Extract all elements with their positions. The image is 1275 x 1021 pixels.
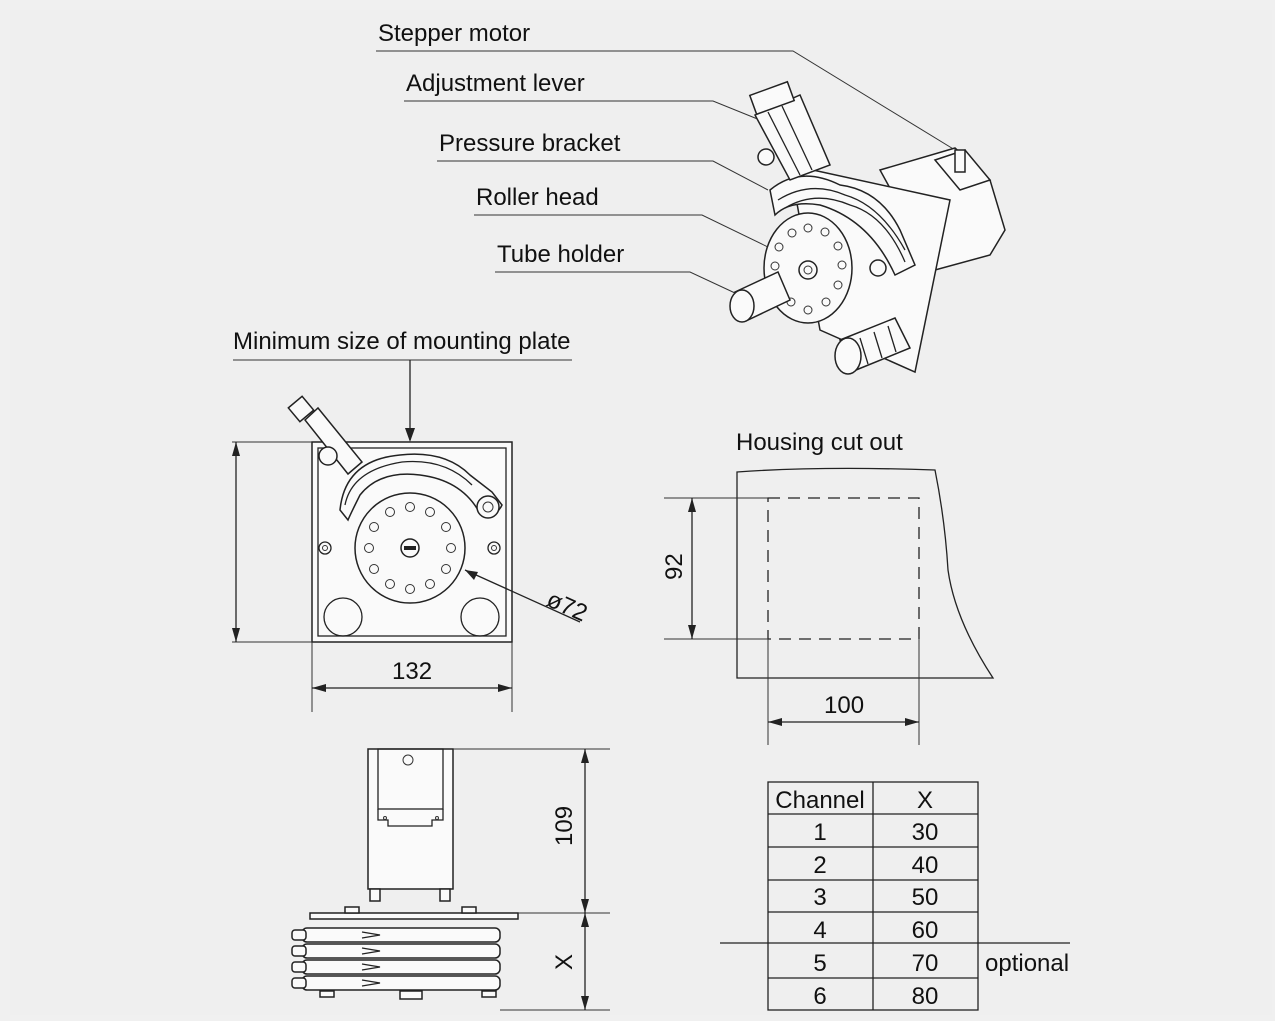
table-cell: 1 (813, 819, 826, 846)
table-cell: 30 (912, 819, 939, 846)
mounting-plate-label: Minimum size of mounting plate (233, 328, 570, 355)
table-cell: 80 (912, 983, 939, 1010)
diameter-dimension: ø72 (543, 586, 592, 627)
callout-roller-head: Roller head (474, 184, 806, 266)
table-cell: 5 (813, 950, 826, 977)
front-roller-holes (364, 502, 456, 594)
pressure-bracket-label: Pressure bracket (439, 130, 621, 157)
table-cell: 3 (813, 884, 826, 911)
channel-stack (291, 927, 501, 1000)
table-cell: 70 (912, 950, 939, 977)
cutout-width-dimension: 100 (824, 692, 864, 719)
callout-stepper-motor: Stepper motor (376, 20, 956, 151)
table-cell: 2 (813, 852, 826, 879)
housing-cutout-view: Housing cut out 92 100 (661, 429, 995, 745)
table-cell: 4 (813, 917, 826, 944)
adjustment-lever-label: Adjustment lever (406, 70, 585, 97)
callout-tube-holder: Tube holder (495, 241, 751, 301)
motor-height-dimension: 109 (551, 806, 578, 846)
stack-x-dimension: X (551, 954, 578, 970)
table-cell: 6 (813, 983, 826, 1010)
side-view: 109 X (291, 748, 610, 1011)
table-cell: 50 (912, 884, 939, 911)
tube-holder-label: Tube holder (497, 241, 624, 268)
front-view: Minimum size of mounting plate (232, 328, 591, 712)
table-header-x: X (917, 787, 933, 814)
callout-pressure-bracket: Pressure bracket (437, 130, 769, 191)
table-header-channel: Channel (775, 787, 864, 814)
table-cell: 40 (912, 852, 939, 879)
roller-head-label: Roller head (476, 184, 599, 211)
drawing-sheet (10, 10, 1272, 1015)
cutout-height-dimension: 92 (661, 553, 688, 580)
housing-cutout-title: Housing cut out (736, 429, 903, 456)
plate-width-dimension: 132 (392, 658, 432, 685)
channel-table: Channel X 1 30 2 40 3 50 4 60 5 70 6 80 … (720, 781, 1070, 1011)
callout-adjustment-lever: Adjustment lever (404, 70, 761, 121)
optional-label: optional (985, 950, 1069, 977)
pump-isometric-illustration (729, 80, 1006, 375)
table-cell: 60 (912, 917, 939, 944)
stepper-motor-label: Stepper motor (378, 20, 530, 47)
